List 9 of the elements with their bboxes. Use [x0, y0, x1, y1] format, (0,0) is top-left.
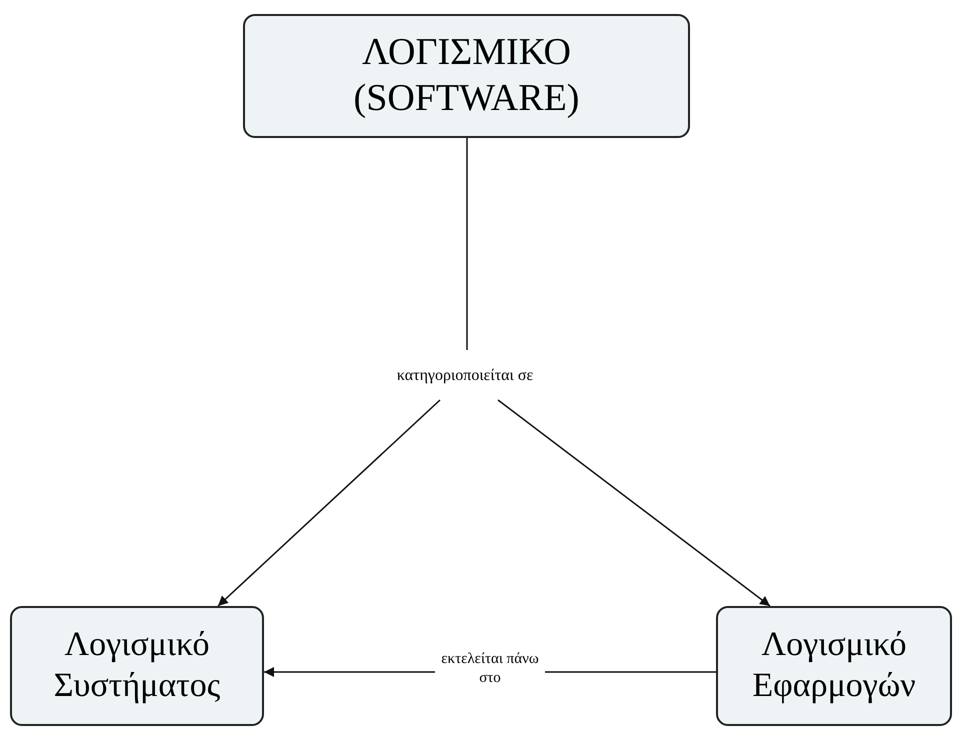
concept-text: Λογισμικό Εφαρμογών: [751, 625, 917, 706]
concept-box: [10, 606, 264, 726]
concept-box: [716, 606, 952, 726]
linking-phrase: κατηγοριοποιείται σε: [385, 350, 545, 402]
arrow: [217, 399, 441, 607]
concept-box: [243, 14, 690, 138]
arrow: [498, 399, 770, 607]
concept-text: Λογισμικό Συστήματος: [52, 625, 222, 706]
concept-text: ΛΟΓΙΣΜΙΚΟ (SOFTWARE): [352, 30, 580, 121]
